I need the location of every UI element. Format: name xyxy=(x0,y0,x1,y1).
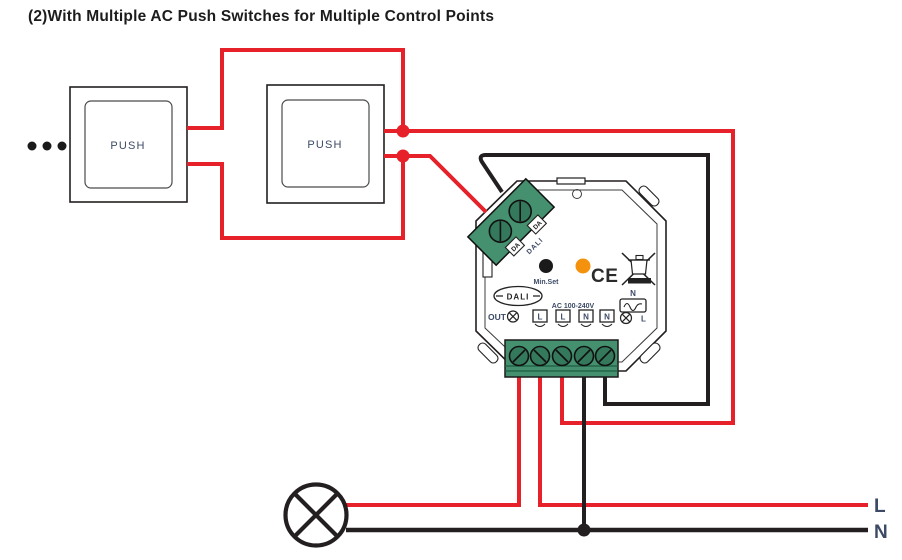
out-label: OUT xyxy=(488,312,507,322)
relay-squiggle-icon xyxy=(623,302,643,312)
mounting-tab-top-right xyxy=(638,185,660,207)
page-title: (2)With Multiple AC Push Switches for Mu… xyxy=(28,8,494,25)
live-wire-switch1-upper xyxy=(187,48,405,131)
terminal-label-l2: L xyxy=(561,313,566,322)
min-set-button xyxy=(539,259,553,273)
dali-terminal-da2-label: DA xyxy=(532,220,544,232)
dali-screw-slots xyxy=(499,201,521,242)
junction-dot-lower xyxy=(396,149,410,163)
push-switch-2: PUSH xyxy=(266,84,385,204)
live-wire-out-to-lamp xyxy=(346,372,521,507)
push-switch-2-label: PUSH xyxy=(307,139,342,151)
dali-brand-text: DALI xyxy=(507,293,530,302)
dali-terminal-da1-label: DA xyxy=(510,241,522,253)
min-set-label: Min.Set xyxy=(534,279,560,286)
mains-terminal-strip xyxy=(504,339,619,378)
relay-n-label: N xyxy=(630,289,636,298)
live-wire-switch2-to-dali xyxy=(384,154,488,214)
terminal-label-l1: L xyxy=(538,313,543,322)
strip-screw-slots xyxy=(512,349,612,363)
push-switch-1: PUSH xyxy=(69,86,188,203)
relay-l-label: L xyxy=(641,315,646,324)
out-lamp-symbol-icon xyxy=(506,310,520,323)
junction-dot-upper xyxy=(396,124,410,138)
device-top-notch xyxy=(556,177,586,185)
terminal-label-n2: N xyxy=(604,313,610,322)
push-switch-1-label: PUSH xyxy=(110,140,145,152)
junction-dot-neutral xyxy=(577,523,591,537)
live-wires xyxy=(187,48,868,507)
terminal-label-n1: N xyxy=(583,313,589,322)
device-detail-hole xyxy=(572,189,582,199)
relay-lamp-symbol-icon xyxy=(619,311,633,325)
dali-terminal-block: DA DA DALI xyxy=(466,177,556,267)
mains-live-label: L xyxy=(874,496,886,517)
live-wire-L-feed xyxy=(538,372,868,507)
weee-bin-icon xyxy=(621,252,656,286)
live-wire-switch1-lower xyxy=(187,156,405,240)
relay-symbol: N L xyxy=(619,289,647,325)
neutral-wires xyxy=(346,153,868,533)
ce-mark: CE xyxy=(591,266,618,287)
live-wire-switch2-to-L-terminal xyxy=(384,129,735,425)
neutral-wire-dali-loop xyxy=(478,153,710,406)
more-switches-ellipsis-icon xyxy=(27,141,67,151)
mounting-tab-bottom-right xyxy=(639,342,661,364)
mounting-tab-bottom-left xyxy=(477,342,499,364)
indicator-led xyxy=(575,258,591,274)
terminal-labels: L L N N xyxy=(532,309,615,327)
mains-neutral-label: N xyxy=(874,522,888,543)
dali-brand-logo: DALI xyxy=(493,285,543,307)
lamp-symbol-icon xyxy=(283,482,349,548)
power-rating-label: AC 100-240V xyxy=(552,303,595,310)
